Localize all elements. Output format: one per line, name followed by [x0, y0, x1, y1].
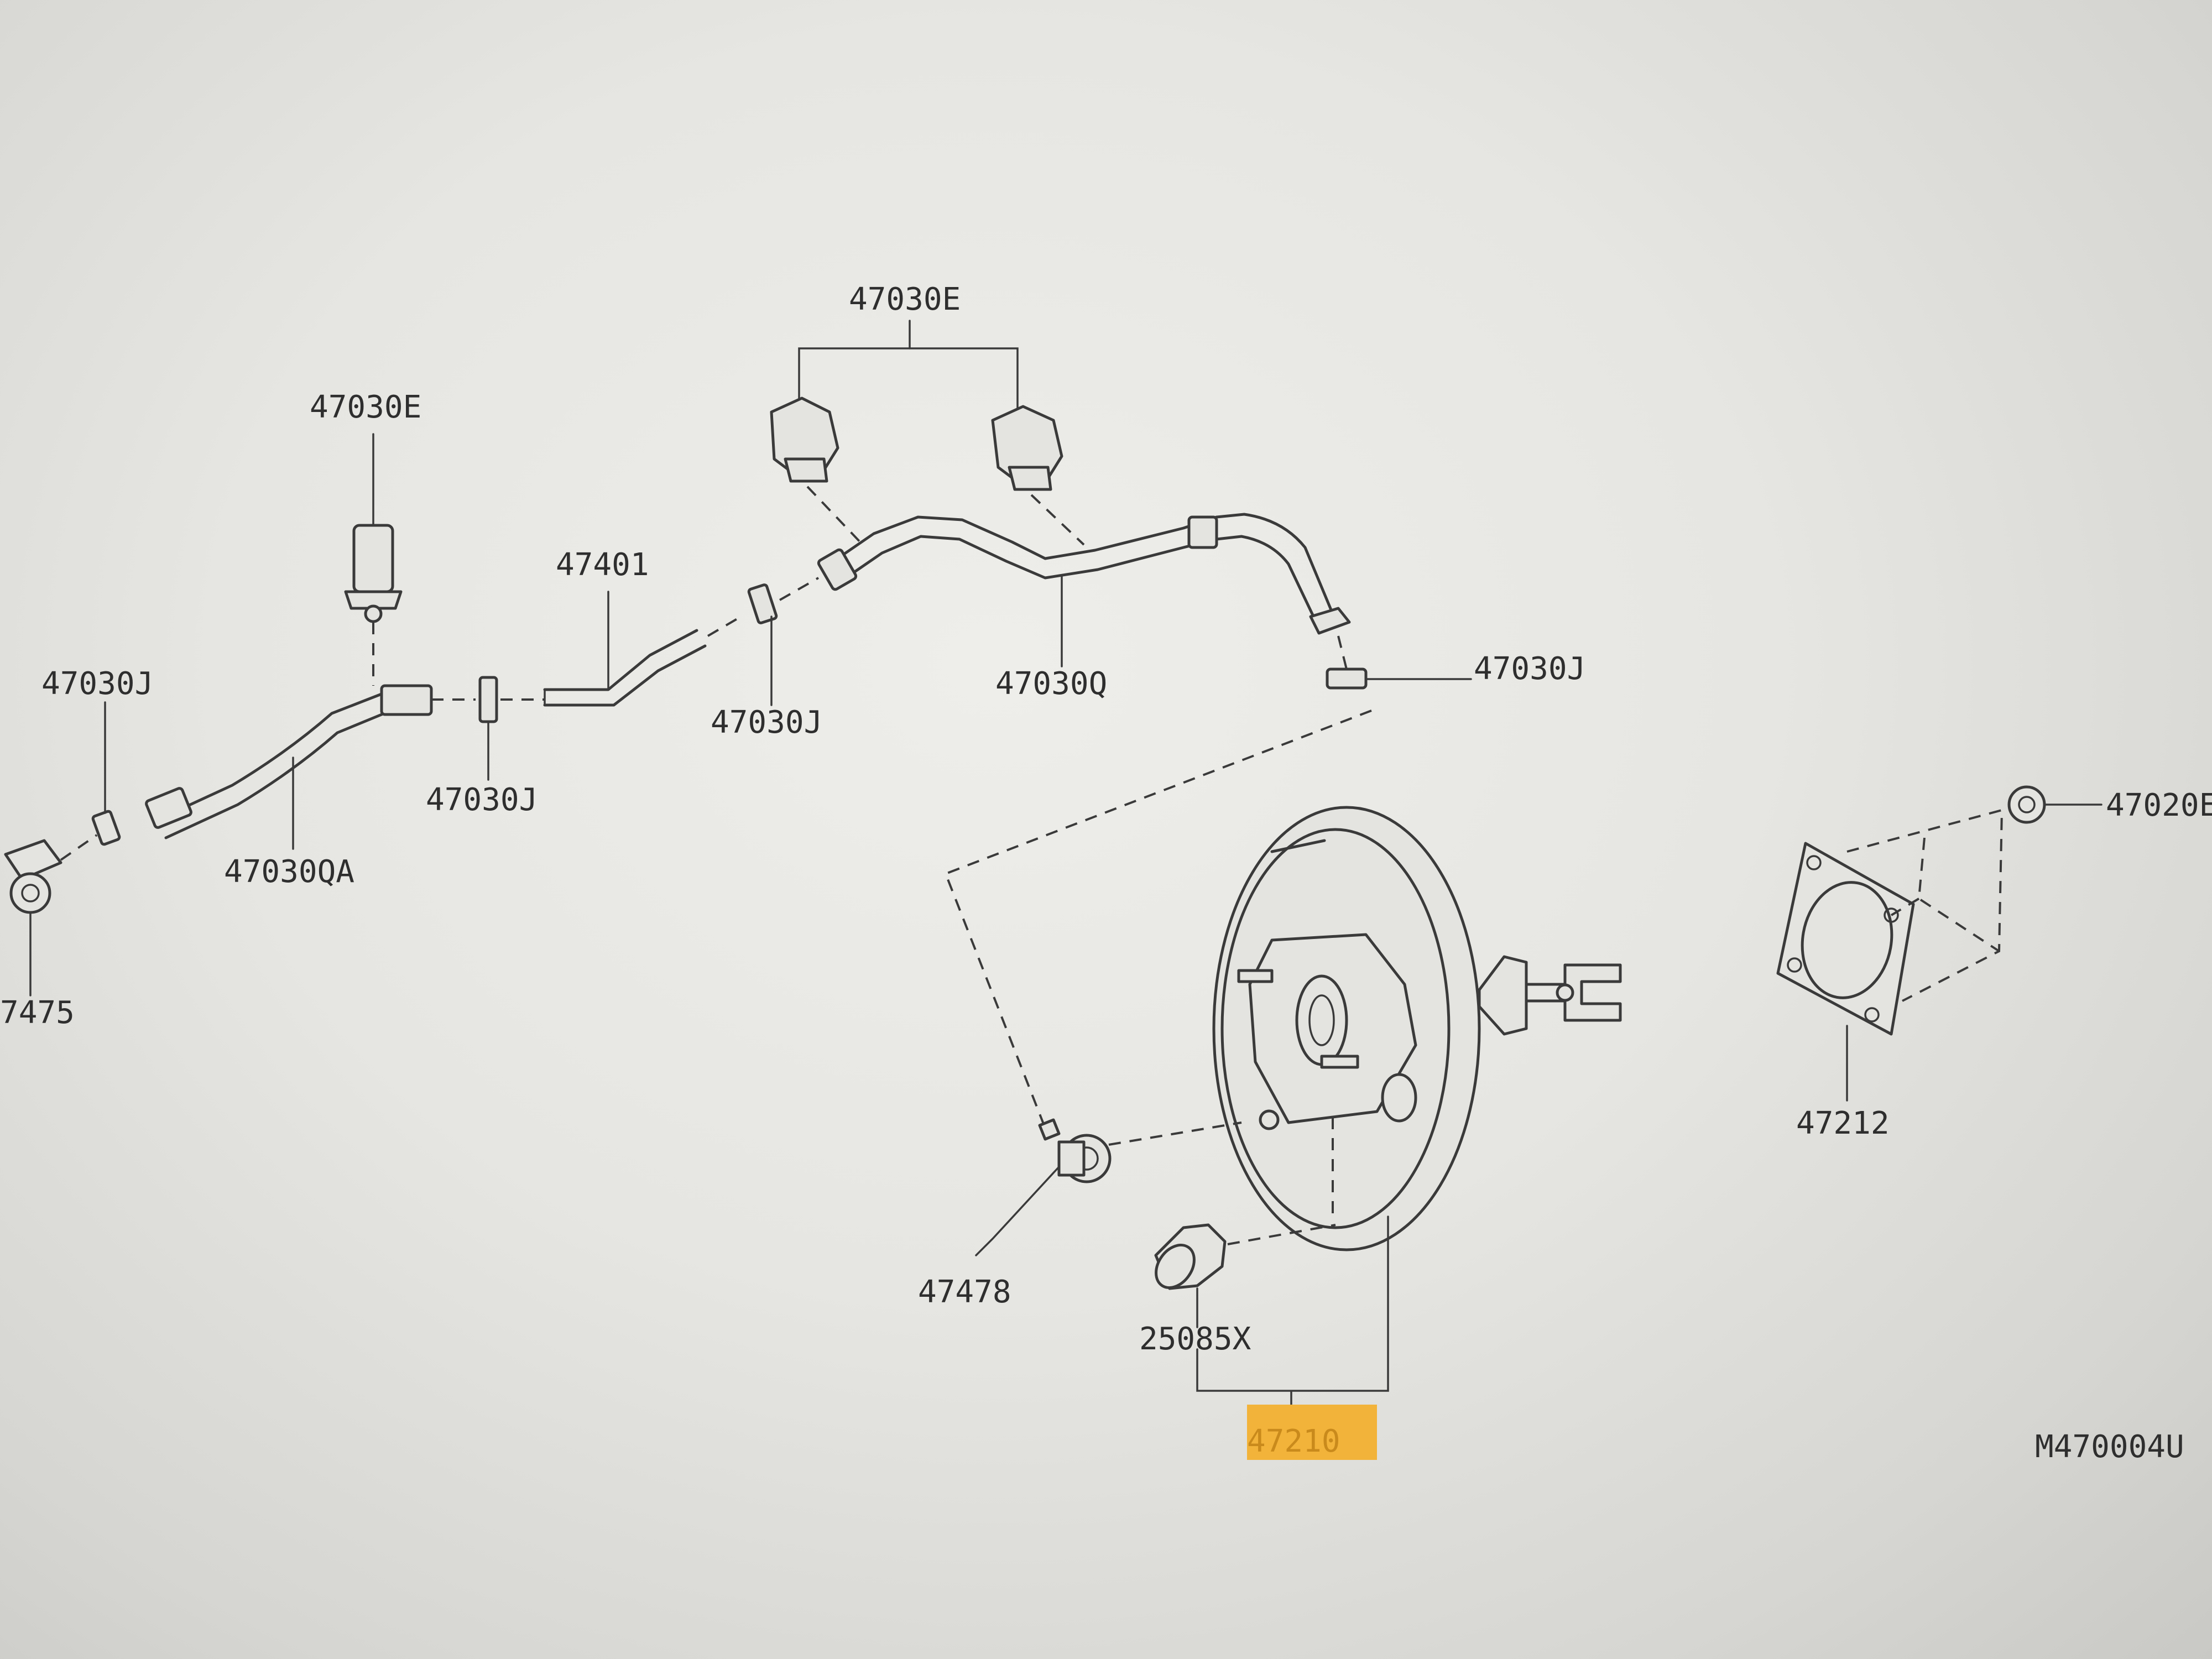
- label-47030J-center[interactable]: 47030J: [711, 705, 822, 740]
- label-47030J-mid[interactable]: 47030J: [426, 782, 538, 818]
- fitting-7475[interactable]: [4, 834, 98, 997]
- label-47030J-far-left[interactable]: 47030J: [41, 666, 153, 702]
- grommet-25085X[interactable]: [1148, 1117, 1336, 1328]
- pipe-47401[interactable]: [543, 591, 742, 707]
- highlight-47210: [1247, 1405, 1377, 1460]
- hose-route-dashed: [944, 709, 1372, 1129]
- label-47030E-left[interactable]: 47030E: [310, 389, 421, 425]
- drawing-code: M470004U: [2035, 1429, 2184, 1465]
- label-47020E[interactable]: 47020E: [2106, 787, 2212, 823]
- label-47030E-top[interactable]: 47030E: [849, 281, 961, 317]
- hose-47030Q[interactable]: [817, 513, 1351, 667]
- clamp-47030J-right[interactable]: [1326, 635, 1472, 690]
- label-7475[interactable]: 7475: [0, 995, 75, 1031]
- hose-47030QA-assembly[interactable]: [145, 684, 433, 850]
- label-25085X[interactable]: 25085X: [1139, 1321, 1251, 1357]
- label-47401[interactable]: 47401: [556, 547, 649, 583]
- check-valve-47030E-left[interactable]: [344, 433, 403, 686]
- label-47030Q[interactable]: 47030Q: [995, 666, 1107, 702]
- clamp-47030J-mid[interactable]: [431, 676, 545, 781]
- label-47030J-right[interactable]: 47030J: [1474, 651, 1585, 687]
- brake-booster-47210[interactable]: [1212, 806, 1622, 1251]
- label-47212[interactable]: 47212: [1796, 1105, 1890, 1141]
- clamp-47030J-center[interactable]: [747, 577, 819, 706]
- check-valve-47478[interactable]: [975, 1118, 1242, 1256]
- check-valves-47030E-top[interactable]: [770, 320, 1085, 546]
- label-47030QA[interactable]: 47030QA: [224, 854, 354, 890]
- clamp-47030J-far-left[interactable]: [91, 701, 121, 846]
- label-47210[interactable]: 47210: [1247, 1423, 1340, 1459]
- gasket-47212[interactable]: [1776, 808, 2004, 1102]
- nut-47020E[interactable]: [2007, 785, 2103, 824]
- label-47478[interactable]: 47478: [918, 1274, 1011, 1310]
